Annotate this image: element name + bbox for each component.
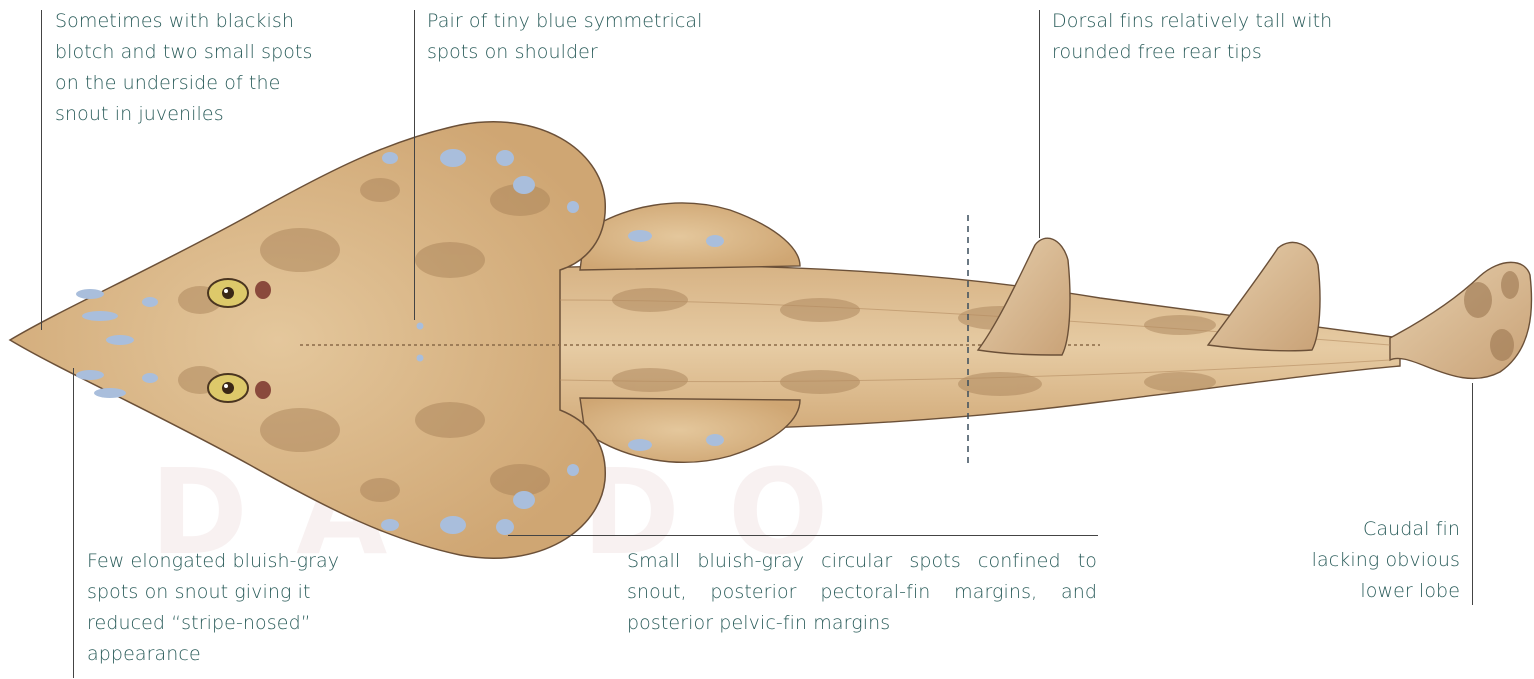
annotation-caudal: Caudal fin lacking obvious lower lobe bbox=[1250, 514, 1460, 607]
leader-dorsal bbox=[1039, 10, 1040, 238]
leader-shoulder bbox=[414, 10, 415, 320]
annotation-blotch: Sometimes with blackish blotch and two s… bbox=[55, 6, 345, 130]
annotation-snout-spots: Few elongated bluish-gray spots on snout… bbox=[87, 546, 377, 670]
leader-circular-spots bbox=[508, 535, 1098, 536]
annotation-dorsal: Dorsal fins relatively tall with rounded… bbox=[1052, 6, 1372, 68]
leader-caudal bbox=[1472, 383, 1473, 605]
annotation-shoulder: Pair of tiny blue symmetrical spots on s… bbox=[427, 6, 727, 68]
pelvic-fin-lower bbox=[580, 398, 800, 462]
leader-blotch bbox=[41, 10, 42, 330]
leader-snout-spots bbox=[73, 368, 74, 678]
annotation-circular-spots: Small bluish-gray circular spots confine… bbox=[627, 546, 1097, 639]
pelvic-fin-upper bbox=[580, 203, 800, 270]
second-dorsal-fin bbox=[1208, 242, 1320, 350]
